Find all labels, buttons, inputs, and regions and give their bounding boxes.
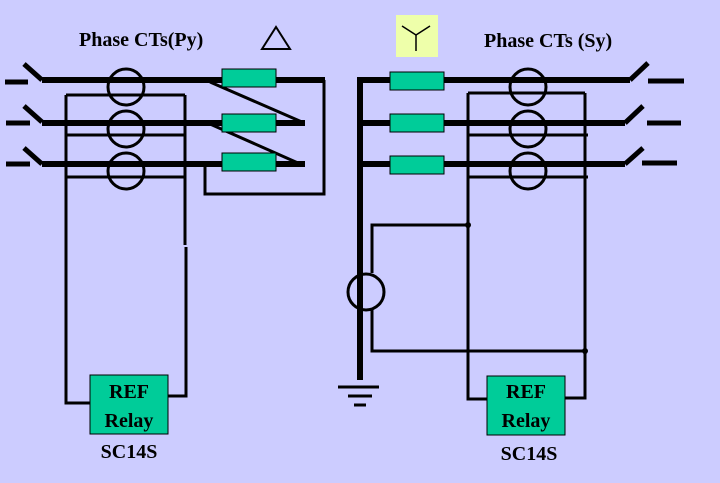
secondary-ct-c-icon — [508, 151, 548, 191]
ct-return-left — [64, 95, 90, 405]
secondary-relay-label-1: REF — [506, 381, 546, 403]
secondary-ct-b-icon — [508, 109, 548, 149]
secondary-cts — [346, 67, 548, 312]
secondary-ct-wiring — [370, 91, 588, 401]
star-wye-icon — [401, 25, 431, 51]
primary-relay-label-1: REF — [109, 381, 149, 403]
breaker-blade-b — [22, 104, 44, 124]
secondary-ref-relay: REF Relay SC14S — [486, 375, 566, 465]
neutral-ct-icon — [346, 272, 386, 312]
junction-dot-1 — [465, 222, 471, 228]
primary-ct-b-icon — [106, 109, 146, 149]
star-badge — [396, 15, 438, 57]
secondary-side: Phase CTs (Sy) — [338, 15, 684, 465]
primary-ct-c-icon — [106, 151, 146, 191]
breaker-blade-c2 — [623, 146, 645, 166]
delta-link-ca — [203, 80, 326, 196]
ct-return-right-lower — [168, 247, 188, 398]
primary-ref-relay: REF Relay SC14S — [89, 374, 169, 463]
primary-winding-c — [221, 152, 277, 172]
primary-cts — [106, 67, 146, 191]
breaker-blade-a — [22, 62, 44, 82]
primary-title: Phase CTs(Py) — [79, 29, 203, 51]
secondary-ct-a-icon — [508, 67, 548, 107]
secondary-breakers — [623, 61, 684, 166]
primary-relay-box — [89, 374, 169, 435]
secondary-winding-a — [389, 71, 445, 91]
primary-relay-model: SC14S — [101, 441, 158, 463]
sy-ct-return-left — [466, 93, 488, 401]
secondary-winding-b — [389, 113, 445, 133]
primary-winding-b — [221, 113, 277, 133]
secondary-windings — [389, 71, 445, 175]
primary-windings — [221, 68, 277, 172]
primary-breakers — [5, 62, 44, 167]
ground-icon — [338, 385, 379, 407]
breaker-blade-c — [22, 146, 44, 166]
primary-winding-a — [221, 68, 277, 88]
delta-link-ab — [209, 80, 303, 124]
breaker-blade-a2 — [628, 61, 650, 82]
primary-relay-label-2: Relay — [105, 410, 154, 432]
primary-side: Phase CTs(Py) — [5, 25, 326, 463]
secondary-relay-model: SC14S — [501, 443, 558, 465]
secondary-title: Phase CTs (Sy) — [484, 30, 612, 52]
secondary-winding-c — [389, 155, 445, 175]
neutral-ct-wire-top — [370, 223, 468, 273]
junction-dot-2 — [582, 348, 588, 354]
delta-triangle-icon — [260, 25, 292, 50]
secondary-relay-label-2: Relay — [502, 410, 551, 432]
primary-ct-a-icon — [106, 67, 146, 107]
sy-ct-return-right — [565, 93, 587, 400]
breaker-blade-b2 — [623, 104, 645, 125]
primary-ct-wiring — [64, 93, 188, 405]
secondary-relay-box — [486, 375, 566, 436]
neutral-ct-wire-bottom — [370, 310, 585, 353]
